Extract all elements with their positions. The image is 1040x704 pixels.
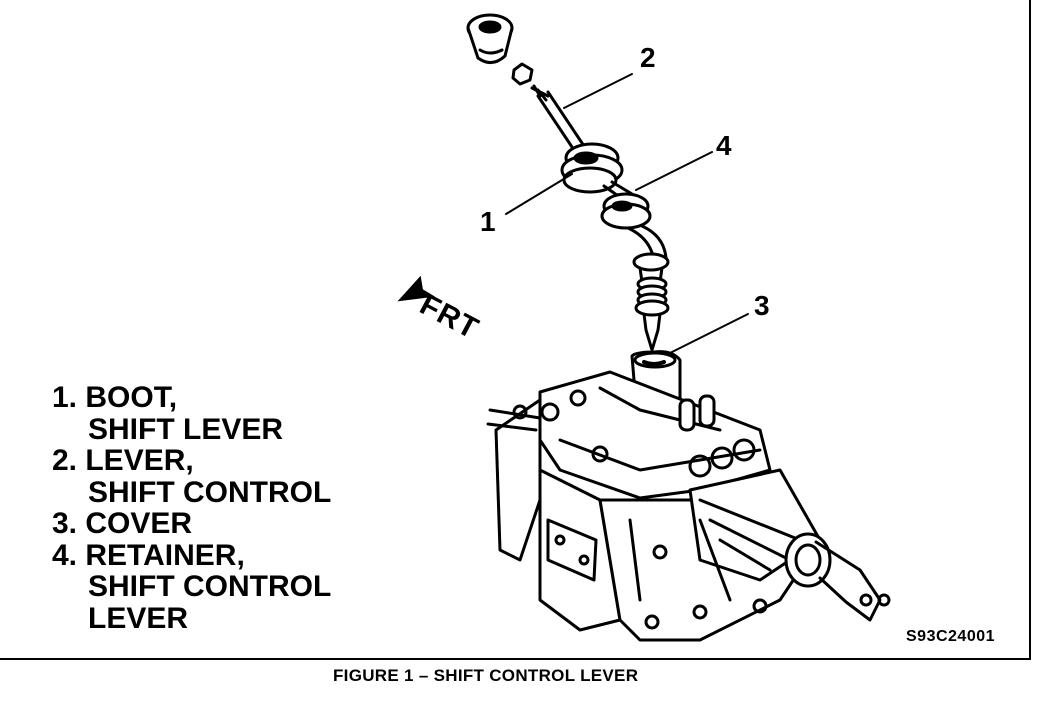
callout-1: 1 xyxy=(480,206,496,237)
callout-3: 3 xyxy=(754,290,770,321)
legend-item-3-line-1: 3. COVER xyxy=(52,507,193,540)
legend-item-2-line-2: SHIFT CONTROL xyxy=(88,475,332,509)
leader-line-3 xyxy=(667,313,749,355)
legend-item-4-line-3: LEVER xyxy=(88,601,189,635)
spring-assembly xyxy=(632,252,670,352)
jam-nut xyxy=(511,62,534,86)
legend-item-4-line-2: SHIFT CONTROL xyxy=(88,570,332,603)
callout-2: 2 xyxy=(640,42,656,73)
legend-item-4-line-1: 4. RETAINER, xyxy=(52,538,245,572)
leader-line-2 xyxy=(563,73,633,109)
callout-4: 4 xyxy=(716,130,732,161)
leader-line-1 xyxy=(505,173,573,215)
parts-legend: 1. BOOT, SHIFT LEVER 2. LEVER, SHIFT CON… xyxy=(52,382,331,634)
shift-lever-rod xyxy=(530,84,586,152)
drawing-code: S93C24001 xyxy=(906,628,996,645)
shift-knob xyxy=(466,13,514,64)
legend-item-1-line-2: SHIFT LEVER xyxy=(88,412,284,446)
shift-lever-boot xyxy=(560,142,624,194)
figure-caption: FIGURE 1 – SHIFT CONTROL LEVER xyxy=(333,666,639,685)
figure-frame xyxy=(0,0,1031,660)
legend-item-2-line-1: 2. LEVER, xyxy=(52,444,194,477)
legend-item-1-line-1: 1. BOOT, xyxy=(52,381,178,414)
transmission-case xyxy=(486,350,891,642)
front-arrow xyxy=(397,275,435,302)
shift-control-retainer xyxy=(600,192,652,230)
leader-line-4 xyxy=(635,151,713,191)
